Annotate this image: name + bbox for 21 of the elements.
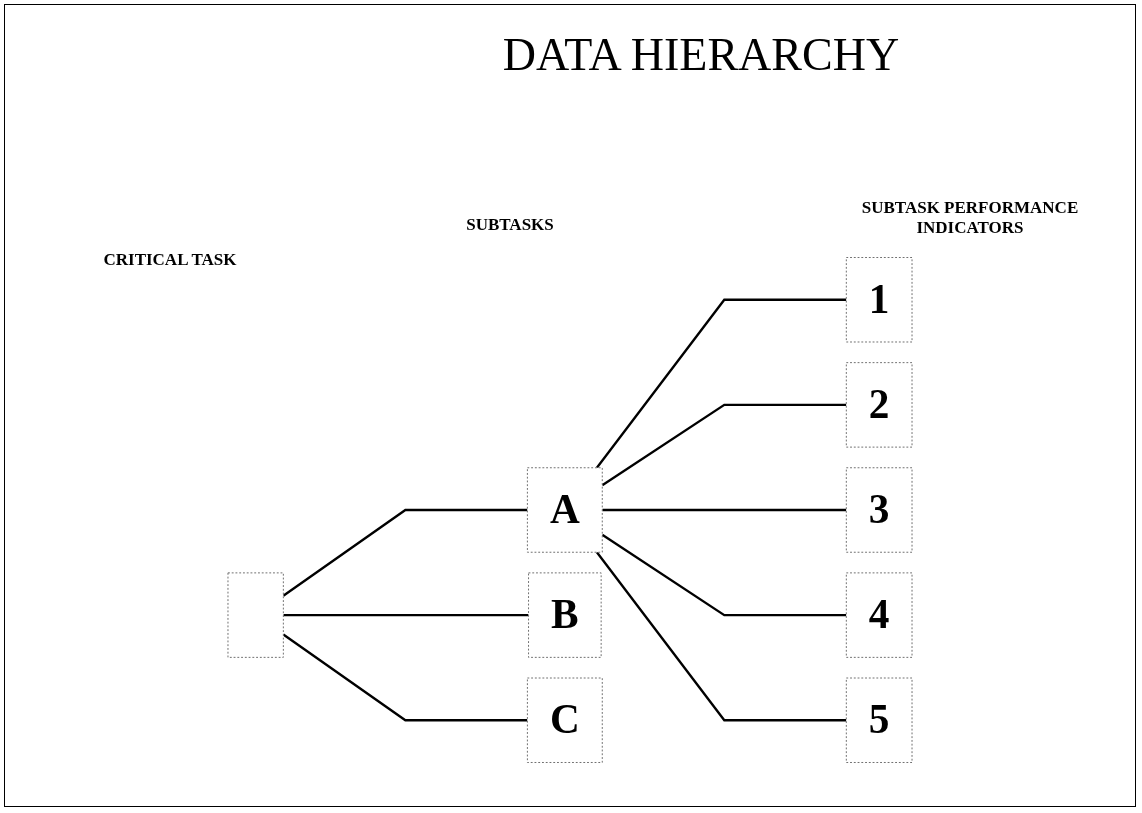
node-box bbox=[845, 257, 913, 343]
node-box bbox=[227, 572, 284, 658]
column-heading: CRITICAL TASK bbox=[102, 250, 238, 270]
node-box bbox=[526, 467, 603, 553]
node-box bbox=[845, 572, 913, 658]
node-box bbox=[526, 677, 603, 763]
node-box bbox=[528, 572, 602, 658]
node-box bbox=[845, 362, 913, 448]
connector bbox=[282, 633, 528, 722]
node-box bbox=[845, 467, 913, 553]
connector bbox=[601, 533, 847, 617]
connector bbox=[282, 508, 528, 597]
connector bbox=[601, 403, 847, 487]
connector bbox=[283, 613, 529, 617]
connector bbox=[602, 508, 847, 512]
connector bbox=[595, 551, 847, 722]
title: DATA HIERARCHY bbox=[501, 28, 901, 81]
node-box bbox=[845, 677, 913, 763]
connector bbox=[595, 298, 847, 469]
column-heading: SUBTASKS bbox=[465, 215, 555, 235]
column-heading: SUBTASK PERFORMANCE INDICATORS bbox=[860, 198, 1080, 238]
